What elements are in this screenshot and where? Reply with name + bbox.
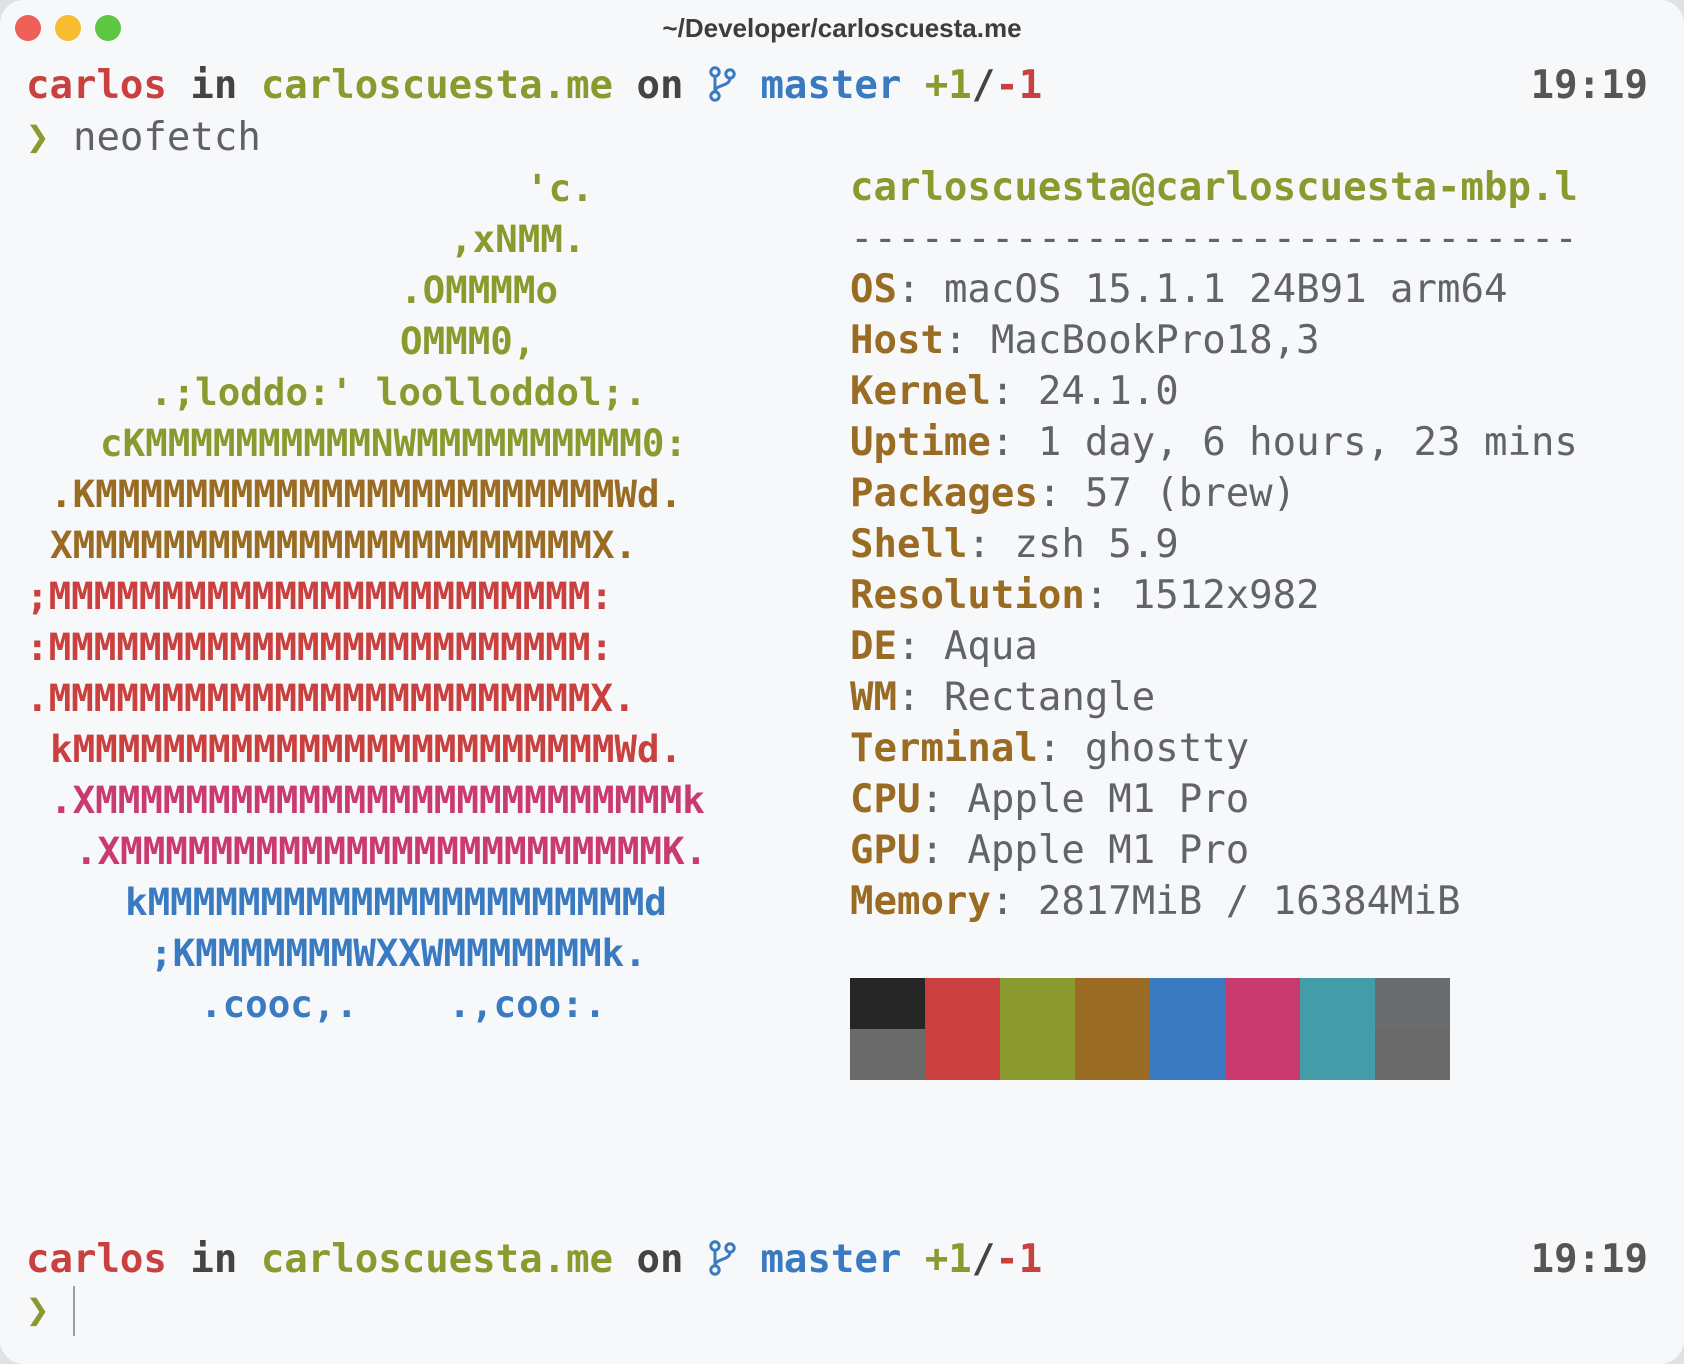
color-swatch	[1300, 978, 1375, 1029]
info-row-kernel: Kernel: 24.1.0	[850, 369, 1179, 414]
info-row-shell: Shell: zsh 5.9	[850, 522, 1179, 567]
prompt-line-1: carlos in carloscuesta.me on master +1/-…	[26, 61, 1042, 111]
prompt-directory: carloscuesta.me	[260, 1237, 614, 1282]
command-text: neofetch	[72, 115, 261, 160]
color-swatch	[1375, 1029, 1450, 1080]
prompt-removed: -1	[995, 1237, 1043, 1282]
input-line[interactable]: ❯	[26, 1286, 49, 1336]
prompt-on: on	[636, 1237, 684, 1282]
prompt-removed: -1	[995, 63, 1043, 108]
logo-line: .XMMMMMMMMMMMMMMMMMMMMMMMMK.	[75, 829, 708, 873]
logo-line: ;KMMMMMMMWXXWMMMMMMMk.	[150, 931, 647, 975]
prompt-added: +1	[924, 1237, 972, 1282]
color-swatch	[1150, 978, 1225, 1029]
user-host: carloscuesta@carloscuesta-mbp.l	[850, 165, 1578, 210]
color-swatch	[850, 1029, 925, 1080]
color-swatch	[1000, 1029, 1075, 1080]
title-bar: ~/Developer/carloscuesta.me	[0, 0, 1684, 56]
info-row-cpu: CPU: Apple M1 Pro	[850, 777, 1250, 822]
info-row-resolution: Resolution: 1512x982	[850, 573, 1320, 618]
text-cursor	[73, 1286, 75, 1336]
command-line: ❯ neofetch	[26, 113, 261, 163]
color-swatch	[925, 1029, 1000, 1080]
color-swatch	[1000, 978, 1075, 1029]
logo-line: .MMMMMMMMMMMMMMMMMMMMMMMMX.	[26, 676, 636, 720]
logo-line: 'c.	[526, 166, 594, 210]
prompt-user: carlos	[26, 1237, 167, 1282]
prompt-slash: /	[971, 63, 996, 108]
logo-line: .XMMMMMMMMMMMMMMMMMMMMMMMMMMk	[50, 778, 705, 822]
prompt-symbol: ❯	[26, 1288, 50, 1333]
info-row-uptime: Uptime: 1 day, 6 hours, 23 mins	[850, 420, 1578, 465]
color-swatch	[1300, 1029, 1375, 1080]
color-swatch	[1150, 1029, 1225, 1080]
prompt-in: in	[190, 1237, 238, 1282]
info-row-memory: Memory: 2817MiB / 16384MiB	[850, 879, 1461, 924]
logo-line: .KMMMMMMMMMMMMMMMMMMMMMMMWd.	[50, 472, 683, 516]
info-row-wm: WM: Rectangle	[850, 675, 1156, 720]
info-row-host: Host: MacBookPro18,3	[850, 318, 1320, 363]
logo-line: .;loddo:' loolloddol;.	[150, 370, 647, 414]
prompt-added: +1	[924, 63, 972, 108]
prompt-on: on	[636, 63, 684, 108]
prompt-slash: /	[971, 1237, 996, 1282]
prompt-line-2: carlos in carloscuesta.me on master +1/-…	[26, 1235, 1042, 1285]
logo-line: OMMM0,	[400, 319, 536, 363]
color-swatch	[1225, 1029, 1300, 1080]
color-swatch	[1225, 978, 1300, 1029]
info-row-packages: Packages: 57 (brew)	[850, 471, 1297, 516]
info-row-os: OS: macOS 15.1.1 24B91 arm64	[850, 267, 1508, 312]
info-row-terminal: Terminal: ghostty	[850, 726, 1250, 771]
info-row-gpu: GPU: Apple M1 Pro	[850, 828, 1250, 873]
color-swatch	[1075, 978, 1150, 1029]
color-swatch	[850, 978, 925, 1029]
git-branch-icon	[707, 63, 737, 108]
logo-line: kMMMMMMMMMMMMMMMMMMMMMMd	[125, 880, 667, 924]
prompt-branch: master	[760, 1237, 902, 1282]
prompt-symbol: ❯	[26, 115, 50, 160]
logo-line: XMMMMMMMMMMMMMMMMMMMMMMMX.	[50, 523, 637, 567]
git-branch-icon	[707, 1237, 737, 1282]
color-palette	[850, 978, 1450, 1080]
close-window-button[interactable]	[15, 15, 41, 41]
info-separator: -------------------------------	[850, 216, 1578, 261]
logo-line: ,xNMM.	[450, 217, 586, 261]
logo-line: .OMMMMo	[400, 268, 559, 312]
logo-line: ;MMMMMMMMMMMMMMMMMMMMMMMM:	[26, 574, 613, 618]
prompt-time-1: 19:19	[1530, 63, 1648, 108]
color-swatch	[1375, 978, 1450, 1029]
logo-line: kMMMMMMMMMMMMMMMMMMMMMMMMWd.	[50, 727, 683, 771]
info-row-de: DE: Aqua	[850, 624, 1038, 669]
minimize-window-button[interactable]	[55, 15, 81, 41]
window-title: ~/Developer/carloscuesta.me	[662, 13, 1022, 43]
prompt-in: in	[190, 63, 238, 108]
prompt-branch: master	[760, 63, 902, 108]
zoom-window-button[interactable]	[95, 15, 121, 41]
prompt-user: carlos	[26, 63, 167, 108]
logo-line: cKMMMMMMMMMMNWMMMMMMMMMM0:	[100, 421, 687, 465]
logo-line: .cooc,. .,coo:.	[200, 982, 607, 1026]
color-swatch	[925, 978, 1000, 1029]
color-swatch	[1075, 1029, 1150, 1080]
logo-line: :MMMMMMMMMMMMMMMMMMMMMMMM:	[26, 625, 613, 669]
prompt-directory: carloscuesta.me	[260, 63, 614, 108]
prompt-time-2: 19:19	[1530, 1237, 1648, 1282]
